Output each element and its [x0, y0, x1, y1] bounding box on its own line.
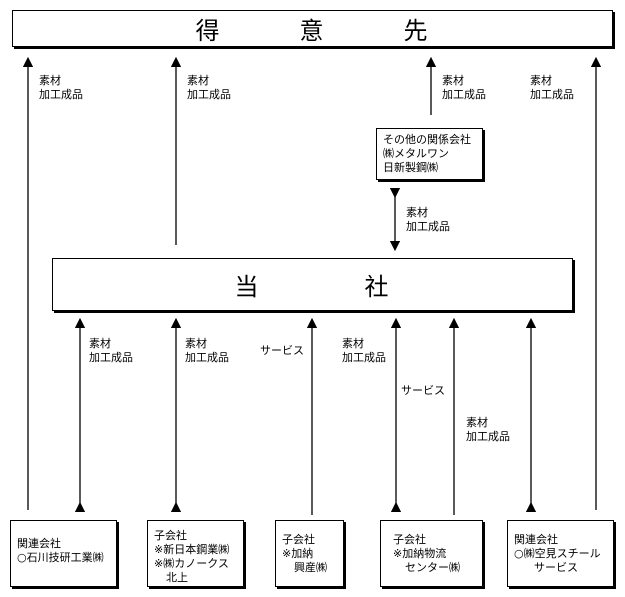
box3-line2: ※加納 [282, 547, 314, 560]
label-other-company: 素材 加工成品 [406, 206, 450, 233]
box3-line1: 子会社 [282, 533, 315, 546]
label-box4-service: サービス [401, 384, 445, 397]
box2-line1: 子会社 [154, 529, 187, 542]
label-top-left: 素材 加工成品 [39, 74, 83, 101]
box2-line4: 北上 [166, 571, 188, 584]
label-box4a: 素材 加工成品 [342, 337, 386, 364]
other-related-line1: その他の関係会社 [383, 133, 471, 146]
label-top-right: 素材 加工成品 [530, 74, 574, 101]
label-top-other: 素材 加工成品 [442, 74, 486, 101]
box4-line2: ※加納物流 [393, 547, 447, 560]
box4-line3: センター㈱ [405, 561, 460, 574]
box5-line1: 関連会社 [514, 533, 558, 546]
label-top-company: 素材 加工成品 [187, 74, 231, 101]
customer-title: 得 意 先 [195, 17, 430, 45]
other-related-line2: ㈱メタルワン [383, 147, 449, 160]
other-related-line3: 日新製鋼㈱ [383, 161, 438, 174]
subsidiary-box-5: 関連会社 ○㈱空見スチール サービス [507, 520, 614, 587]
label-box2: 素材 加工成品 [185, 337, 229, 364]
box3-line3: 興産㈱ [294, 561, 327, 574]
box1-line1: 関連会社 [17, 537, 61, 550]
box1-line2: ○石川技研工業㈱ [17, 551, 104, 564]
company-box: 当 社 [52, 258, 573, 311]
box4-line1: 子会社 [393, 533, 426, 546]
subsidiary-box-2: 子会社 ※新日本鋼業㈱ ※㈱カノークス 北上 [147, 520, 244, 587]
box5-line2: ○㈱空見スチール [514, 547, 601, 560]
box2-line2: ※新日本鋼業㈱ [154, 543, 230, 556]
label-box3-service: サービス [260, 344, 304, 357]
label-box1: 素材 加工成品 [89, 337, 133, 364]
company-title: 当 社 [234, 273, 391, 301]
box5-line3: サービス [534, 561, 578, 574]
subsidiary-box-3: 子会社 ※加納 興産㈱ [275, 520, 344, 587]
other-related-box: その他の関係会社 ㈱メタルワン 日新製鋼㈱ [376, 128, 483, 180]
subsidiary-box-4: 子会社 ※加納物流 センター㈱ [380, 520, 483, 587]
customer-box: 得 意 先 [12, 10, 613, 47]
subsidiary-box-1: 関連会社 ○石川技研工業㈱ [10, 520, 117, 587]
label-box4b: 素材 加工成品 [466, 416, 510, 443]
box2-line3: ※㈱カノークス [154, 557, 229, 570]
